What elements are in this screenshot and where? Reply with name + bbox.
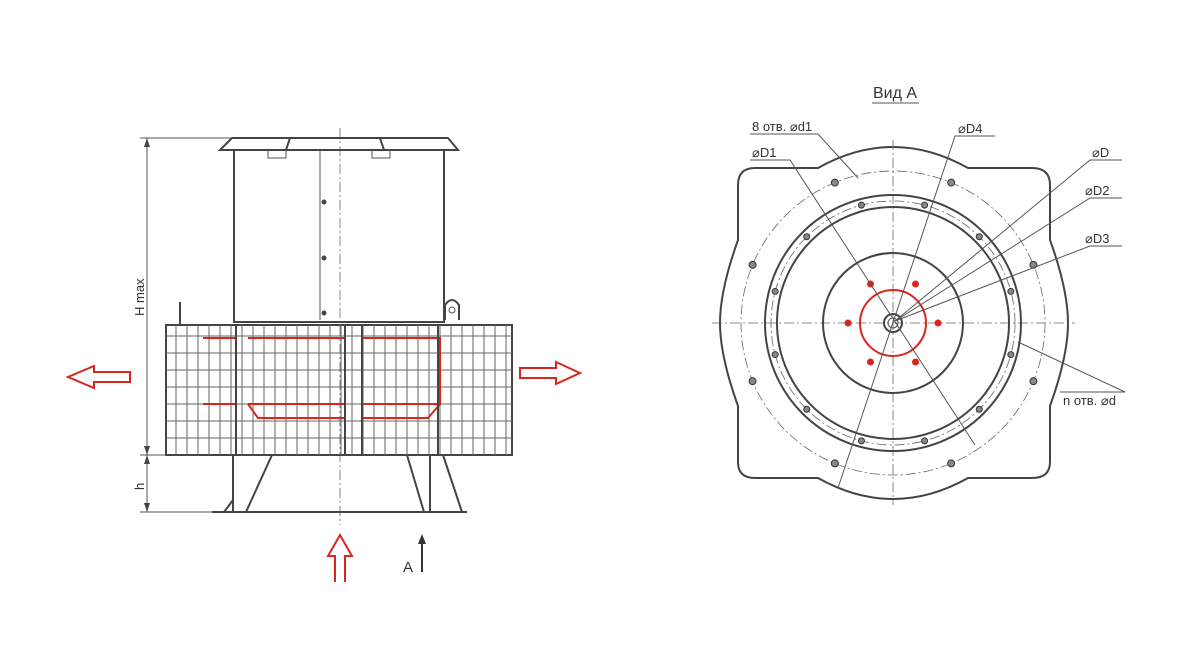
protective-grille — [165, 324, 513, 456]
ring-hole — [975, 233, 983, 241]
view-a-arrow-icon — [418, 534, 426, 544]
holes-d1-label: 8 отв. ⌀d1 — [752, 119, 812, 134]
hood-bracket — [267, 149, 287, 159]
d3-label: ⌀D3 — [1085, 231, 1109, 246]
d-label: ⌀D — [1092, 145, 1109, 160]
circle-d3 — [822, 252, 964, 394]
support-legs — [223, 454, 463, 513]
ring-hole — [771, 287, 779, 295]
outflow-arrow-left — [65, 364, 131, 390]
flange-hole — [748, 260, 757, 269]
bolt-circle-d1 — [740, 170, 1046, 476]
ring-hole — [771, 351, 779, 359]
d2-label: ⌀D2 — [1085, 183, 1109, 198]
ring-hole — [803, 233, 811, 241]
outflow-arrow-right — [519, 360, 583, 386]
view-a-marker: A — [403, 559, 413, 576]
ring-hole — [921, 437, 929, 445]
hub-bolt — [912, 358, 919, 366]
motor-housing — [233, 149, 445, 323]
flange-hole — [1029, 377, 1038, 386]
h-max-label: H max — [132, 278, 147, 316]
dimension-leaders — [750, 133, 1126, 489]
hub-bolt — [912, 280, 919, 288]
inflow-arrow — [326, 532, 354, 582]
hub-circle — [859, 289, 927, 357]
d1-label: ⌀D1 — [752, 145, 776, 160]
impeller-outline — [203, 337, 441, 419]
view-a: Вид А 8 отв. ⌀d1 ⌀D1 ⌀D4 ⌀D ⌀D2 ⌀D3 n от… — [712, 85, 1126, 505]
h-label: h — [132, 483, 147, 490]
hub-bolt — [867, 358, 874, 366]
hood-bracket — [371, 149, 391, 159]
flange-hole — [947, 459, 956, 468]
height-dimension — [140, 137, 232, 513]
shaft — [883, 313, 903, 333]
holes — [748, 178, 1038, 468]
side-view: H max h A — [65, 128, 583, 582]
flange-hole — [947, 178, 956, 187]
lifting-eye — [444, 299, 460, 320]
ring-hole — [975, 405, 983, 413]
ring-hole — [857, 201, 865, 209]
mounting-flange — [718, 146, 1070, 500]
grille-mesh — [166, 325, 512, 455]
holes-d-label: n отв. ⌀d — [1063, 393, 1116, 408]
ring-hole — [857, 437, 865, 445]
flange-hole — [830, 178, 839, 187]
d4-label: ⌀D4 — [958, 121, 982, 136]
flange-hole — [748, 377, 757, 386]
ring-hole — [1007, 287, 1015, 295]
view-title: Вид А — [873, 85, 917, 102]
hood — [217, 137, 461, 151]
ring-hole — [1007, 351, 1015, 359]
hub-bolt — [844, 319, 852, 327]
ring-d — [764, 194, 1022, 452]
flange-hole — [830, 459, 839, 468]
ring-hole — [803, 405, 811, 413]
hub-bolt — [934, 319, 942, 327]
ring-d2 — [776, 206, 1010, 440]
ring-hole — [921, 201, 929, 209]
